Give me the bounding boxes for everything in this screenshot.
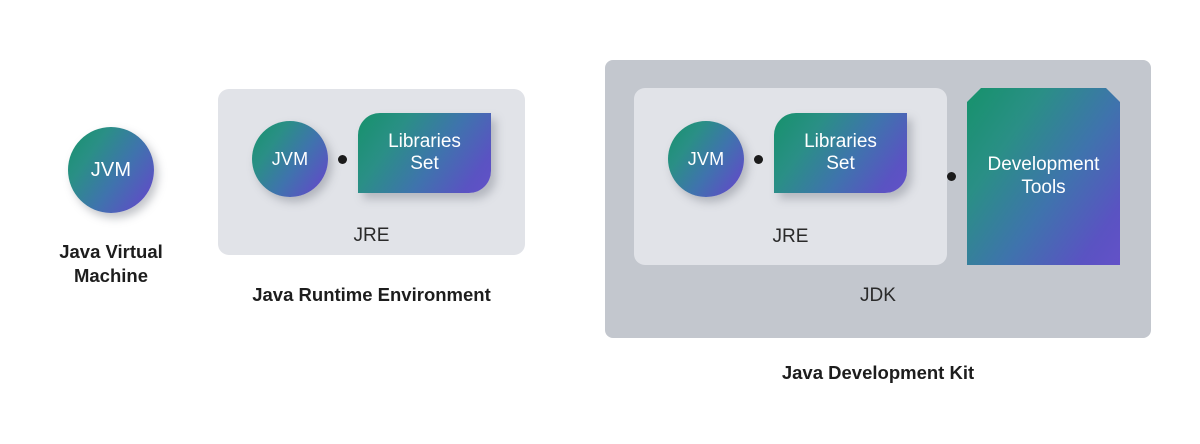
jdk-libraries-line1: Libraries [804, 130, 877, 152]
jvm-caption: Java Virtual Machine [21, 240, 201, 289]
jre-jvm-circle-label: JVM [271, 148, 309, 169]
jdk-outer-label: JDK [860, 285, 896, 306]
jre-libraries-line1: Libraries [388, 130, 461, 152]
jvm-circle: JVM [68, 127, 154, 213]
jdk-outer-separator-dot [947, 172, 956, 181]
jre-inner-label: JRE [353, 225, 390, 246]
jre-separator-dot [338, 155, 347, 164]
development-tools-line1: Development [987, 153, 1100, 175]
jre-libraries-line2: Set [410, 153, 439, 174]
jdk-libraries-card: Libraries Set [774, 113, 907, 193]
jvm-caption-line2: Machine [73, 265, 149, 287]
jdk-jre-inner-label: JRE [772, 226, 809, 247]
jdk-libraries-line2: Set [826, 153, 855, 174]
jvm-caption-line1: Java Virtual [59, 241, 163, 262]
development-tools-line2: Tools [1021, 176, 1066, 198]
jdk-inner-separator-dot [754, 155, 763, 164]
development-tools-shape: Development Tools [967, 88, 1120, 265]
jvm-circle-label: JVM [90, 158, 132, 181]
jre-caption: Java Runtime Environment [252, 284, 491, 305]
jdk-caption: Java Development Kit [781, 362, 975, 383]
jre-jvm-circle: JVM [252, 121, 328, 197]
jre-libraries-card: Libraries Set [358, 113, 491, 193]
jdk-jvm-circle-label: JVM [687, 148, 725, 169]
jdk-jvm-circle: JVM [668, 121, 744, 197]
